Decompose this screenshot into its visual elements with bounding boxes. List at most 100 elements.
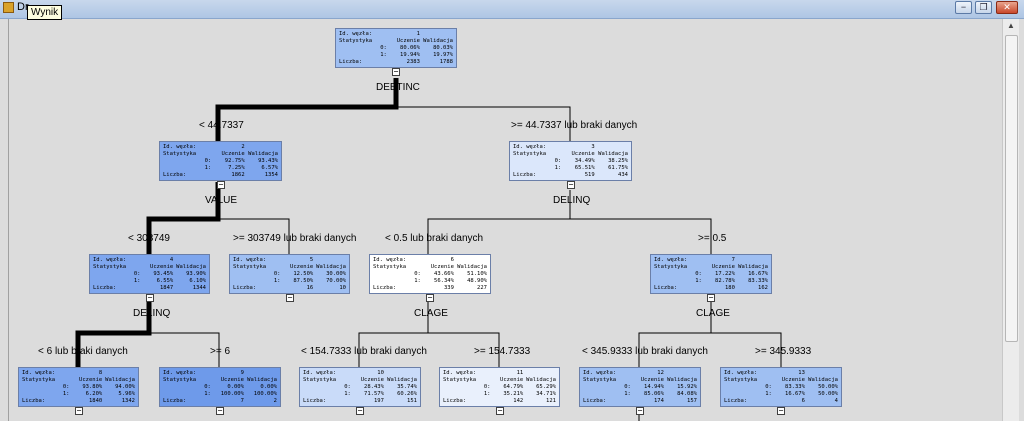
node-stat-header: Statystyka bbox=[93, 264, 127, 270]
edge-4-9 bbox=[149, 332, 220, 367]
node-row1-train: 87.50% bbox=[293, 278, 314, 284]
node-count-train: 180 bbox=[724, 285, 735, 291]
split-label-node-3: DELINQ bbox=[553, 195, 591, 206]
node-row0-valid: 65.29% bbox=[536, 384, 556, 390]
collapse-toggle-node-11[interactable]: − bbox=[496, 406, 504, 415]
node-count-valid: 1788 bbox=[439, 59, 453, 65]
collapse-toggle-node-10[interactable]: − bbox=[356, 406, 364, 415]
node-valid-header: Walidacja bbox=[598, 151, 628, 157]
node-row0-label: 0: bbox=[344, 384, 351, 390]
node-stat-header: Statystyka bbox=[513, 151, 547, 157]
node-count-train: 1862 bbox=[231, 172, 245, 178]
node-count-label: Liczba: bbox=[513, 172, 537, 178]
node-row0-train: 43.66% bbox=[434, 271, 454, 277]
branch-label-6: < 0.5 lub braki danych bbox=[385, 233, 484, 244]
collapse-toggle-node-13[interactable]: − bbox=[777, 406, 785, 415]
node-count-label: Liczba: bbox=[93, 285, 117, 291]
node-row1-label: 1: bbox=[695, 278, 702, 284]
restore-button[interactable]: ❐ bbox=[975, 1, 992, 14]
node-row1-train: 6.20% bbox=[85, 391, 103, 397]
node-stat-header: Statystyka bbox=[724, 377, 758, 383]
node-count-train: 7 bbox=[240, 398, 244, 404]
node-count-valid: 10 bbox=[339, 285, 346, 291]
node-train-header: Uczenie bbox=[290, 264, 314, 270]
node-id-value: 3 bbox=[591, 144, 595, 150]
node-train-header: Uczenie bbox=[360, 377, 384, 383]
node-stat-header: Statystyka bbox=[443, 377, 477, 383]
node-count-valid: 4 bbox=[834, 398, 838, 404]
node-stat-header: Statystyka bbox=[339, 38, 373, 44]
node-row1-train: 35.21% bbox=[503, 391, 524, 397]
node-id-value: 5 bbox=[309, 257, 314, 263]
node-train-header: Uczenie bbox=[781, 377, 805, 383]
node-row0-valid: 35.74% bbox=[397, 384, 417, 390]
node-valid-header: Walidacja bbox=[526, 377, 556, 383]
node-count-train: 519 bbox=[584, 172, 595, 178]
node-count-valid: 1344 bbox=[192, 285, 206, 291]
node-train-header: Uczenie bbox=[500, 377, 524, 383]
node-row1-train: 56.34% bbox=[434, 278, 454, 284]
node-row0-valid: 30.00% bbox=[326, 271, 346, 277]
node-count-label: Liczba: bbox=[724, 398, 748, 404]
node-valid-header: Walidacja bbox=[316, 264, 346, 270]
close-button[interactable]: ✕ bbox=[996, 1, 1018, 14]
node-count-valid: 1354 bbox=[264, 172, 278, 178]
collapse-toggle-node-6[interactable]: − bbox=[426, 293, 434, 302]
vertical-scrollbar[interactable]: ▲ bbox=[1002, 19, 1019, 421]
node-row1-train: 16.67% bbox=[785, 391, 805, 397]
node-id-value: 10 bbox=[377, 370, 384, 376]
node-id-label: Id. węzła: bbox=[233, 257, 267, 263]
node-count-train: 197 bbox=[373, 398, 384, 404]
collapse-toggle-node-8[interactable]: − bbox=[75, 406, 83, 415]
node-row1-valid: 19.97% bbox=[433, 52, 453, 58]
node-count-label: Liczba: bbox=[443, 398, 467, 404]
node-count-valid: 434 bbox=[618, 172, 628, 178]
node-row0-label: 0: bbox=[554, 158, 562, 164]
collapse-toggle-node-4[interactable]: − bbox=[146, 293, 154, 302]
node-train-header: Uczenie bbox=[220, 377, 244, 383]
node-row0-label: 0: bbox=[483, 384, 491, 390]
collapse-toggle-node-1[interactable]: − bbox=[392, 67, 400, 76]
scroll-thumb[interactable] bbox=[1005, 35, 1018, 342]
node-row1-valid: 48.90% bbox=[467, 278, 487, 284]
collapse-toggle-node-3[interactable]: − bbox=[567, 180, 575, 189]
collapse-toggle-node-7[interactable]: − bbox=[707, 293, 715, 302]
minimize-button[interactable]: − bbox=[955, 1, 972, 14]
node-row0-train: 17.22% bbox=[715, 271, 735, 277]
node-id-label: Id. węzła: bbox=[373, 257, 407, 263]
node-count-train: 142 bbox=[513, 398, 524, 404]
node-valid-header: Walidacja bbox=[105, 377, 135, 383]
collapse-toggle-node-9[interactable]: − bbox=[216, 406, 224, 415]
collapse-toggle-node-5[interactable]: − bbox=[286, 293, 294, 302]
scroll-up-icon[interactable]: ▲ bbox=[1007, 21, 1015, 30]
node-count-label: Liczba: bbox=[163, 172, 187, 178]
node-stat-header: Statystyka bbox=[163, 151, 197, 157]
node-row1-label: 1: bbox=[554, 165, 562, 171]
node-stat-header: Statystyka bbox=[163, 377, 197, 383]
node-id-label: Id. węzła: bbox=[339, 31, 373, 37]
collapse-toggle-node-2[interactable]: − bbox=[217, 180, 225, 189]
node-row1-valid: 60.26% bbox=[397, 391, 417, 397]
split-label-node-2: VALUE bbox=[205, 195, 238, 206]
node-id-value: 2 bbox=[241, 144, 245, 150]
node-count-label: Liczba: bbox=[163, 398, 187, 404]
branch-label-7: >= 0.5 bbox=[698, 233, 727, 244]
collapse-toggle-node-12[interactable]: − bbox=[636, 406, 644, 415]
node-row0-train: 80.06% bbox=[400, 45, 420, 51]
node-row1-valid: 100.00% bbox=[253, 391, 277, 397]
node-row0-label: 0: bbox=[624, 384, 631, 390]
